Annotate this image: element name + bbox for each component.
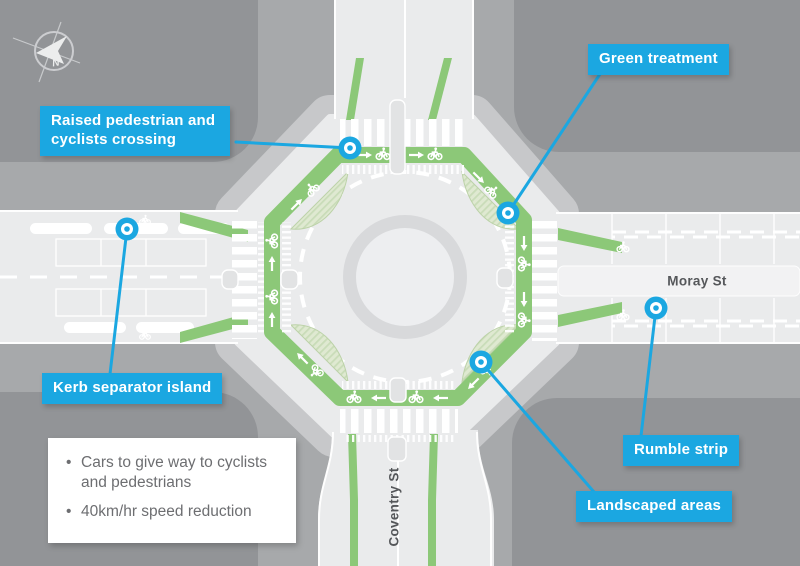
road-south (318, 430, 494, 566)
callout-rumble-strip: Rumble strip (623, 435, 740, 466)
callout-green-treatment: Green treatment (588, 44, 729, 75)
zebra-crossings (232, 119, 557, 433)
callout-marker (496, 201, 520, 225)
splitter-island (221, 269, 239, 290)
callout-marker (338, 136, 362, 160)
kerb-separator-pill (30, 223, 92, 234)
splitter-island (496, 267, 514, 289)
compass-n-label: N (51, 57, 61, 69)
landscaped-wedge (289, 324, 349, 384)
zebra-crossing-south (340, 409, 458, 433)
zebra-crossing-east (532, 219, 557, 341)
city-block (514, 0, 800, 152)
notes-panel: Cars to give way to cyclists and pedestr… (48, 438, 296, 544)
bike-lane-ramps (180, 58, 622, 566)
note-item: Cars to give way to cyclists and pedestr… (66, 453, 282, 493)
callout-landscaped-areas: Landscaped areas (576, 491, 733, 522)
callout-markers (115, 136, 668, 374)
city-block (512, 398, 800, 566)
splitter-island (387, 436, 407, 462)
splitter-island (389, 377, 407, 403)
street-label-moray: Moray St (667, 273, 727, 289)
kerb-separator-pill (136, 322, 194, 333)
callout-leader-lines (108, 72, 658, 494)
kerb-separator-pill (64, 322, 126, 333)
splitter-islands (221, 99, 514, 462)
rumble-strip-lines (612, 230, 800, 328)
note-item: 40km/hr speed reduction (66, 502, 282, 522)
callout-kerb-separator-island: Kerb separator island (42, 373, 223, 404)
callout-marker (469, 350, 493, 374)
north-arrow-icon: N (12, 21, 81, 83)
callout-marker (644, 296, 668, 320)
median-island (557, 265, 800, 297)
east-road-markings (557, 214, 800, 342)
splitter-island (280, 269, 299, 290)
lane-ticks (611, 214, 775, 342)
callout-marker (115, 217, 139, 241)
landscaped-wedge (289, 170, 349, 230)
splitter-island (389, 99, 406, 175)
street-label-coventry: Coventry St (386, 467, 402, 547)
callout-raised-crossing: Raised pedestrian and cyclists crossing (40, 106, 230, 156)
center-island (356, 228, 454, 326)
